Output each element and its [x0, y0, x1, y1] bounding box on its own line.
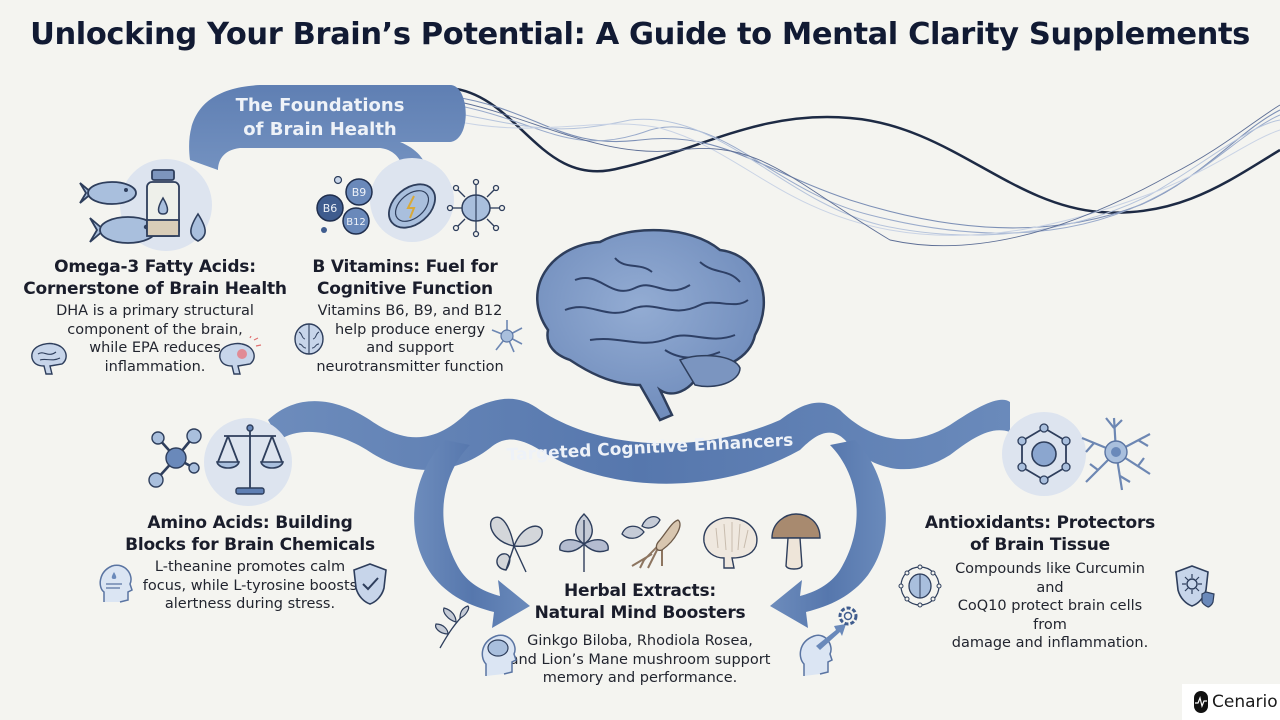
foundations-ribbon	[189, 85, 466, 178]
mitochondria-icon	[388, 183, 436, 229]
foundations-ribbon-label: The Foundations of Brain Health	[220, 94, 420, 142]
herbal-body-line3: memory and performance.	[542, 670, 738, 686]
b-vitamins-body-line1: Vitamins B6, B9, and B12	[317, 303, 503, 319]
lions-mane-icon	[703, 517, 758, 569]
antioxidants-title-line2: of Brain Tissue	[970, 535, 1110, 555]
vitamin-b6-label: B6	[323, 202, 338, 215]
oil-bottle-icon	[146, 169, 180, 237]
shield-check-icon	[353, 563, 387, 605]
droplet-icon	[190, 212, 206, 242]
omega3-title: Omega-3 Fatty Acids: Cornerstone of Brai…	[20, 256, 290, 300]
central-brain-illustration	[536, 228, 765, 422]
omega3-description: DHA is a primary structural component of…	[40, 302, 270, 376]
molecule-icon	[148, 428, 202, 488]
b-vitamins-title-line1: B Vitamins: Fuel for	[312, 257, 498, 277]
herb-sprig-icon	[435, 605, 470, 649]
brain-inflamed-icon	[219, 336, 262, 375]
herbal-description: Ginkgo Biloba, Rhodiola Rosea, and Lion’…	[505, 632, 775, 688]
neuron-cell-icon	[1081, 417, 1151, 491]
amino-acids-title-line2: Blocks for Brain Chemicals	[125, 535, 375, 555]
b-vitamins-body-line3: and support	[366, 340, 454, 356]
foundations-label-line1: The Foundations	[235, 95, 405, 116]
decorative-waves	[449, 86, 1280, 247]
brain-network-icon	[446, 178, 506, 238]
amino-acids-title-line1: Amino Acids: Building	[147, 513, 353, 533]
vitamin-bubbles-icon: B6 B9 B12	[316, 176, 373, 235]
neuron-icon	[491, 320, 523, 353]
herbal-title-line2: Natural Mind Boosters	[534, 603, 746, 623]
herbal-title: Herbal Extracts: Natural Mind Boosters	[520, 580, 760, 624]
shield-star-icon	[1175, 565, 1215, 608]
vitamin-b12-label: B12	[346, 217, 366, 228]
rhodiola-leaf-icon	[559, 513, 609, 572]
fish-icon	[79, 181, 137, 205]
antioxidant-molecule-icon	[1017, 423, 1071, 485]
fish-icon	[89, 216, 157, 244]
b-vitamins-body-line4: neurotransmitter function	[316, 358, 504, 375]
herbal-title-line1: Herbal Extracts:	[563, 581, 716, 601]
brain-top-icon	[294, 323, 324, 355]
ginkgo-leaf-icon	[489, 516, 543, 573]
amino-acids-title: Amino Acids: Building Blocks for Brain C…	[110, 512, 390, 556]
page-title: Unlocking Your Brain’s Potential: A Guid…	[30, 17, 1250, 52]
enhancers-ribbon	[268, 398, 1010, 628]
omega3-title-line2: Cornerstone of Brain Health	[23, 279, 287, 299]
omega3-body-line1: DHA is a primary structural	[56, 303, 254, 319]
antioxidants-title-line1: Antioxidants: Protectors	[924, 513, 1156, 533]
antioxidants-body-line2: CoQ10 protect brain cells from	[957, 598, 1143, 633]
mushroom-icon	[771, 513, 821, 570]
b-vitamins-title: B Vitamins: Fuel for Cognitive Function	[300, 256, 510, 300]
omega3-body-line3: while EPA reduces	[89, 340, 221, 356]
amino-acids-body-line3: alertness during stress.	[164, 596, 336, 612]
b-vitamins-body-line2: help produce energy	[334, 321, 486, 338]
pulse-icon	[1194, 691, 1208, 713]
antioxidants-description: Compounds like Curcumin and CoQ10 protec…	[940, 560, 1160, 653]
antioxidants-body-line3: damage and inflammation.	[951, 635, 1149, 651]
foundations-label-line2: of Brain Health	[243, 119, 397, 140]
balance-scale-icon	[215, 424, 285, 495]
brain-side-icon	[31, 342, 67, 375]
antioxidants-title: Antioxidants: Protectors of Brain Tissue	[920, 512, 1160, 556]
head-brain-icon	[481, 634, 517, 676]
amino-acids-body-line2: focus, while L-tyrosine boosts	[142, 577, 358, 594]
b-vitamins-title-line2: Cognitive Function	[317, 279, 493, 299]
omega3-body-line4: inflammation.	[104, 358, 206, 375]
ginseng-root-icon	[621, 515, 681, 569]
herbal-body-line1: Ginkgo Biloba, Rhodiola Rosea,	[527, 633, 753, 649]
antioxidants-body-line1: Compounds like Curcumin and	[955, 561, 1145, 596]
amino-acids-description: L-theanine promotes calm focus, while L-…	[128, 558, 372, 614]
amino-acids-body-line1: L-theanine promotes calm	[154, 559, 346, 575]
omega3-body-line2: component of the brain,	[67, 321, 243, 338]
logo-text: Cenario	[1212, 692, 1278, 712]
omega3-title-line1: Omega-3 Fatty Acids:	[54, 257, 256, 277]
cenario-logo: Cenario	[1182, 684, 1280, 720]
head-gear-icon	[799, 606, 858, 676]
brain-circuit-icon	[898, 564, 942, 608]
b-vitamins-description: Vitamins B6, B9, and B12 help produce en…	[305, 302, 515, 376]
herbal-body-line2: and Lion’s Mane mushroom support	[509, 651, 771, 668]
calm-head-icon	[99, 564, 133, 603]
vitamin-b9-label: B9	[352, 186, 367, 199]
